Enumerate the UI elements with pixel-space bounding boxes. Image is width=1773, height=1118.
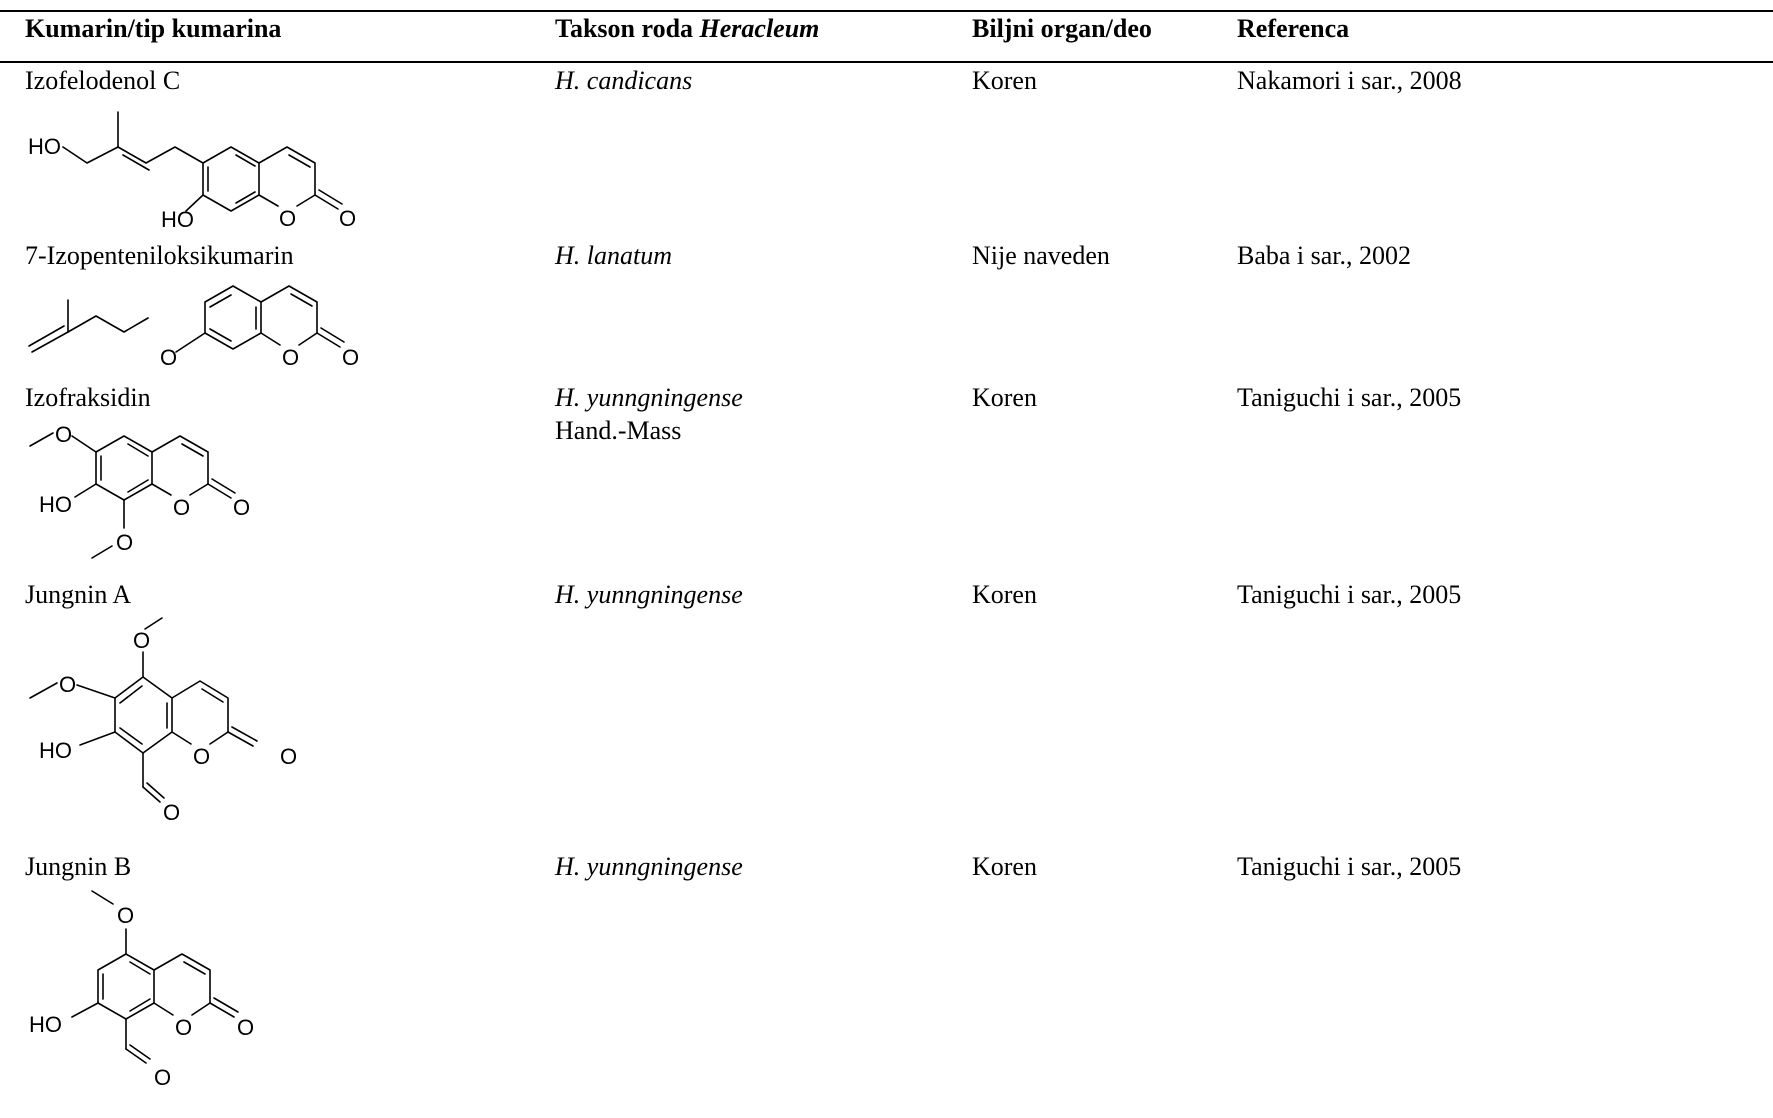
row5-methoxy-o-label: O [117,903,134,928]
row4-taxon: H. yunngningense [555,580,743,609]
header-compound: Kumarin/tip kumarina [25,14,282,43]
row4-compound: Jungnin A [25,580,132,609]
table-header-rule [0,61,1773,63]
row1-reference: Nakamori i sar., 2008 [1237,66,1462,95]
row4-methoxy-o-label-2: O [59,672,76,697]
row4-reference: Taniguchi i sar., 2005 [1237,580,1462,609]
row1-carbonyl-o-label: O [339,206,356,231]
row3-carbonyl-o-label: O [233,495,250,520]
row3-organ: Koren [972,383,1037,412]
row3-methoxy-o-label-1: O [55,422,72,447]
row5-structure-jungnin-b: O HO O O O [0,885,420,1115]
row3-reference: Taniguchi i sar., 2005 [1237,383,1462,412]
row1-organ: Koren [972,66,1037,95]
row5-reference: Taniguchi i sar., 2005 [1237,852,1462,881]
row2-ring-o-label: O [282,345,299,370]
row5-ho-label: HO [29,1012,62,1037]
row3-ring-o-label: O [173,495,190,520]
row3-taxon: H. yunngningense [555,383,743,412]
header-taxon-genus: Heracleum [699,14,820,43]
row5-ring-o-label: O [175,1015,192,1040]
row1-taxon: H. candicans [555,66,693,95]
row4-carbonyl-o-label: O [280,744,297,769]
row2-compound: 7-Izopenteniloksikumarin [25,241,294,270]
row2-carbonyl-o-label: O [342,345,359,370]
row2-ether-o-label: O [160,345,177,370]
row5-organ: Koren [972,852,1037,881]
row4-organ: Koren [972,580,1037,609]
row4-aldehyde-o-label: O [163,800,180,825]
row3-methoxy-o-label-2: O [116,530,133,555]
row3-compound: Izofraksidin [25,383,151,412]
row1-ring-o-label: O [279,206,296,231]
header-taxon-prefix: Takson roda [555,14,700,43]
row4-methoxy-o-label-1: O [133,628,150,653]
row2-organ: Nije naveden [972,241,1110,270]
row3-structure-izofraksidin: O HO O O O [0,416,420,566]
row4-structure-jungnin-a: O O HO O O O [0,612,420,847]
row5-carbonyl-o-label: O [237,1015,254,1040]
header-reference: Referenca [1237,14,1350,43]
row5-compound: Jungnin B [25,852,132,881]
row4-ho-label: HO [39,738,72,763]
header-organ: Biljni organ/deo [972,14,1152,43]
header-taxon: Takson roda Heracleum [555,14,819,44]
table-top-rule [0,10,1773,12]
row3-ho-label: HO [39,492,72,517]
row1-ho-label-2: HO [161,207,194,232]
row1-compound: Izofelodenol C [25,66,181,95]
row3-taxon-author: Hand.-Mass [555,416,682,445]
row2-taxon: H. lanatum [555,241,672,270]
row2-reference: Baba i sar., 2002 [1237,241,1412,270]
row5-aldehyde-o-label: O [154,1065,171,1090]
row5-taxon: H. yunngningense [555,852,743,881]
row2-structure-7-izopenteniloksikumarin: O O O [0,272,420,372]
row1-structure-izofelodenol-c: HO HO O O [0,95,420,240]
row4-ring-o-label: O [193,744,210,769]
row1-ho-label-1: HO [28,134,61,159]
